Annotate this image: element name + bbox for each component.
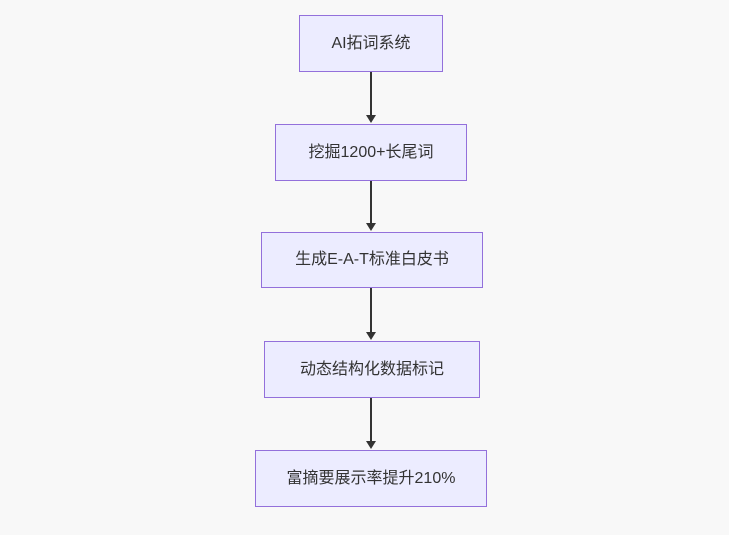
edge-connector-4 xyxy=(366,398,376,449)
flowchart-node-step-3: 生成E-A-T标准白皮书 xyxy=(261,232,483,288)
node-label: 生成E-A-T标准白皮书 xyxy=(295,251,449,269)
edge-connector-1 xyxy=(366,72,376,123)
arrow-head-down-icon xyxy=(366,441,376,449)
arrow-line xyxy=(370,181,372,223)
arrow-line xyxy=(370,72,372,115)
node-label: 富摘要展示率提升210% xyxy=(286,469,456,487)
flowchart-node-step-4: 动态结构化数据标记 xyxy=(264,341,480,398)
edge-connector-2 xyxy=(366,181,376,231)
arrow-head-down-icon xyxy=(366,115,376,123)
arrow-head-down-icon xyxy=(366,223,376,231)
edge-connector-3 xyxy=(366,288,376,340)
flowchart-node-step-5: 富摘要展示率提升210% xyxy=(255,450,487,507)
flowchart-node-step-1: AI拓词系统 xyxy=(299,15,443,72)
node-label: 挖掘1200+长尾词 xyxy=(308,143,434,161)
node-label: 动态结构化数据标记 xyxy=(299,360,444,378)
node-label: AI拓词系统 xyxy=(331,34,411,52)
arrow-line xyxy=(370,288,372,332)
arrow-head-down-icon xyxy=(366,332,376,340)
arrow-line xyxy=(370,398,372,441)
flowchart-node-step-2: 挖掘1200+长尾词 xyxy=(275,124,467,181)
